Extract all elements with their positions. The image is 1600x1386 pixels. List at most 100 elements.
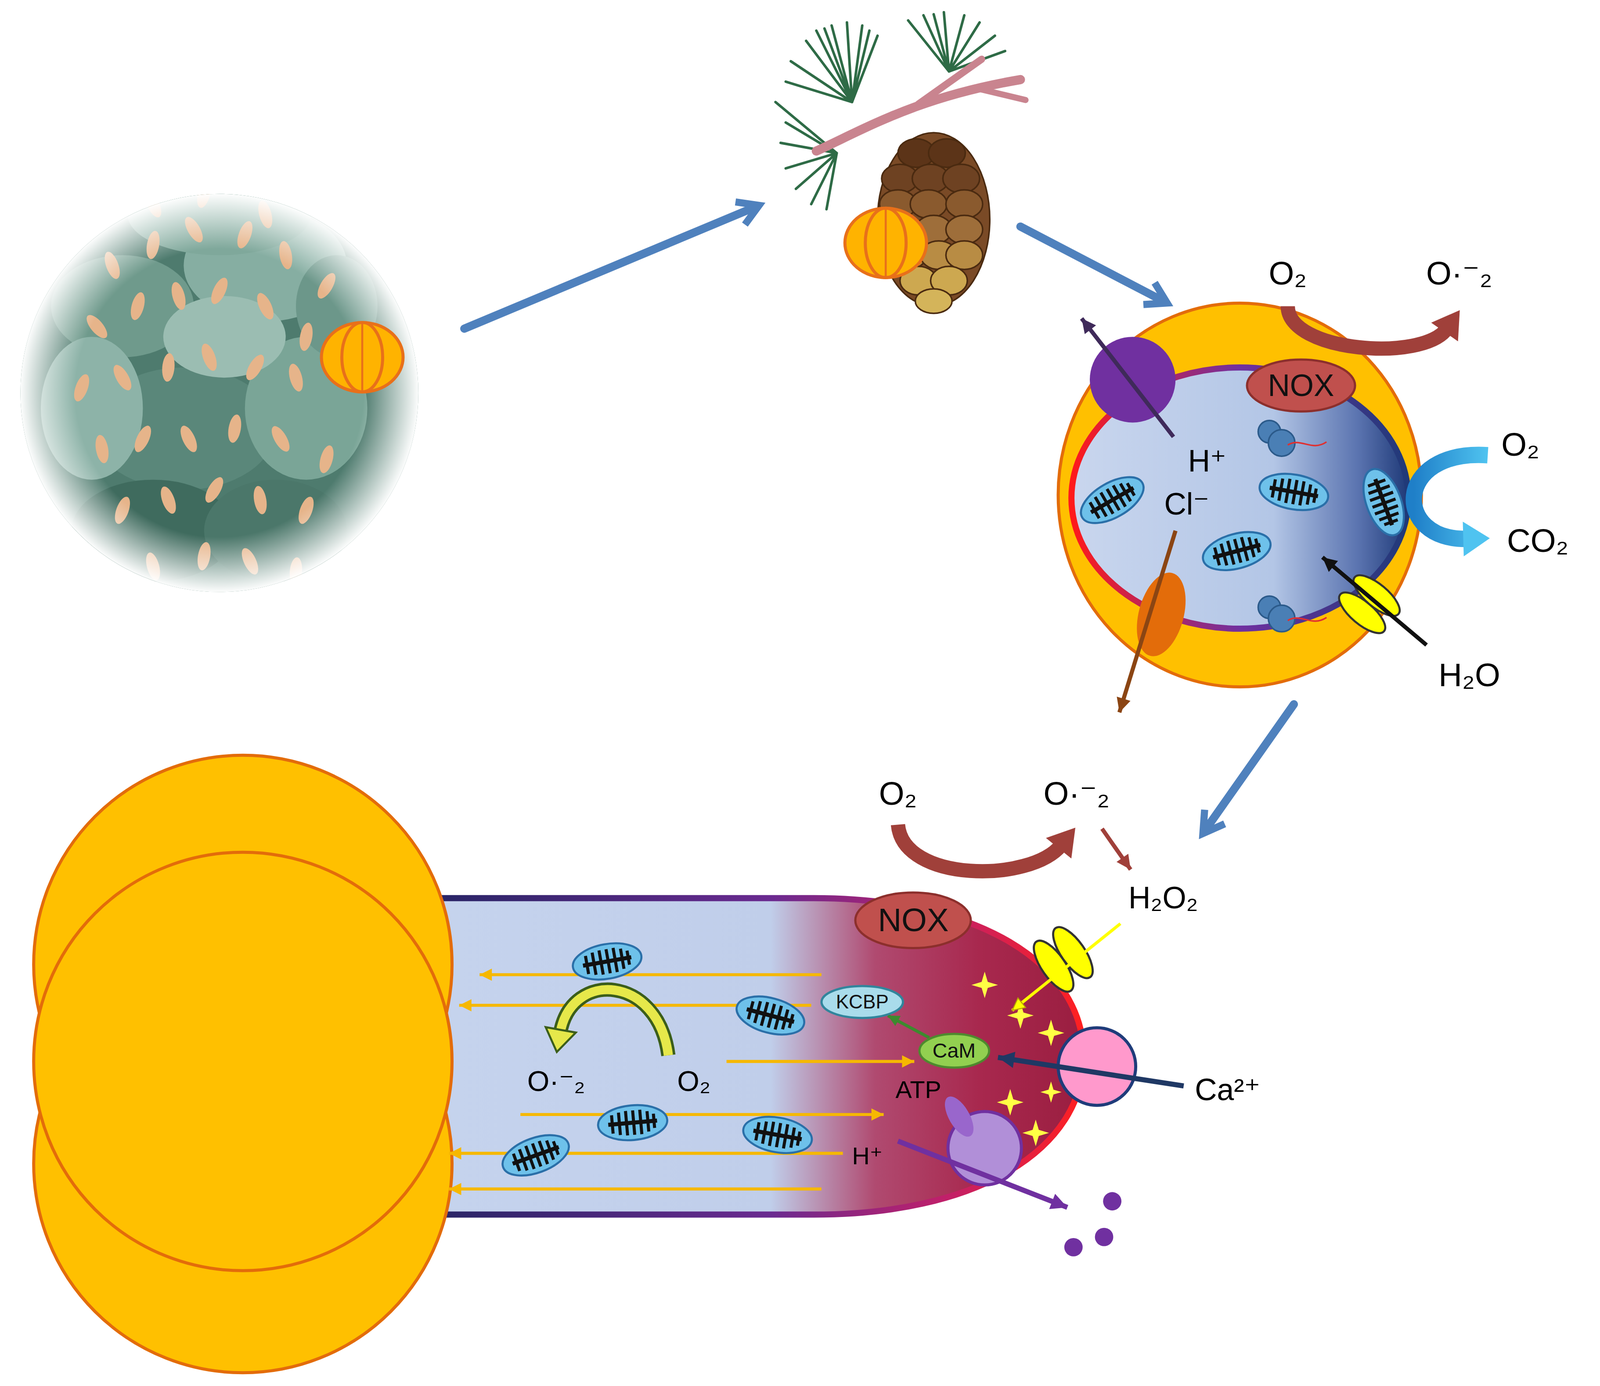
tree-photo xyxy=(223,596,246,628)
mitochondrion xyxy=(569,938,645,985)
pine-branch xyxy=(974,87,1026,101)
mitochondrion xyxy=(732,989,809,1042)
pollen-icon xyxy=(844,208,927,278)
node-label: NOX xyxy=(877,901,949,940)
tip-transporters xyxy=(1102,828,1131,870)
tree-photo xyxy=(19,192,420,593)
molecule-label: O₂ xyxy=(1268,254,1308,293)
calmodulin-protein: CaM xyxy=(918,1032,991,1070)
pine-cone xyxy=(910,189,948,219)
molecule-label: H⁺ xyxy=(852,1142,883,1171)
pine-branch xyxy=(918,59,982,105)
pollen-icon xyxy=(321,322,404,393)
molecule-label: O·⁻₂ xyxy=(1043,774,1110,813)
node-outline xyxy=(919,1034,990,1068)
pollen-grain xyxy=(1081,318,1174,437)
node-label: KCBP xyxy=(836,990,889,1014)
pine-cone xyxy=(945,241,983,270)
node-label: NOX xyxy=(1268,367,1335,404)
tip-transporters xyxy=(1064,1238,1083,1257)
stage-arrow xyxy=(464,206,757,329)
pine-branch xyxy=(775,12,1026,210)
respiration-arrow xyxy=(560,989,669,1056)
molecule-label: O₂ xyxy=(677,1065,711,1099)
molecule-label: Cl⁻ xyxy=(1163,486,1210,522)
pine-branch xyxy=(908,12,1006,72)
calcium-sparkle xyxy=(997,1089,1024,1116)
node-outline xyxy=(855,892,971,949)
pollen-tube xyxy=(33,852,453,1271)
pollen-grain xyxy=(1058,302,1422,687)
pollen-grain xyxy=(1257,420,1327,457)
mitochondrion xyxy=(497,1127,575,1184)
tip-transporters xyxy=(1026,921,1100,998)
tree-photo xyxy=(15,173,424,638)
node-outline xyxy=(821,986,904,1019)
stage-arrow xyxy=(1203,704,1294,833)
tip-transporters xyxy=(897,1141,1068,1208)
cytoplasmic-streaming xyxy=(479,973,822,977)
calcium-sparkle xyxy=(971,971,998,999)
tree-photo xyxy=(175,607,193,638)
pine-branch xyxy=(775,101,837,210)
kinesin-protein: KCBP xyxy=(820,984,905,1020)
calcium-sparkle xyxy=(1007,1002,1034,1029)
nox-enzyme: NOX xyxy=(854,891,973,950)
cytoplasmic-streaming xyxy=(449,974,915,1190)
nox-enzyme: NOX xyxy=(1245,358,1357,413)
stage-arrow xyxy=(1020,226,1166,303)
molecule-label: CO₂ xyxy=(1506,522,1569,560)
node-outline xyxy=(1246,359,1355,412)
pine-branch xyxy=(785,22,878,102)
pollen-grain xyxy=(1287,306,1448,349)
pollen-tube xyxy=(387,898,1084,1215)
molecule-label: H₂O₂ xyxy=(1128,880,1199,916)
molecule-label: H₂O xyxy=(1438,656,1500,695)
pine-cone xyxy=(915,288,953,314)
stage-arrow xyxy=(464,206,1294,833)
pollen-grain xyxy=(1322,557,1427,646)
molecule-label: O·⁻₂ xyxy=(527,1065,586,1099)
pollen-grain xyxy=(1333,568,1406,640)
mitochondrion xyxy=(596,1102,669,1144)
pine-cone xyxy=(942,164,980,193)
tip-transporters xyxy=(939,1091,980,1142)
calcium-sparkle xyxy=(1022,1119,1049,1146)
pollen-grain xyxy=(1256,468,1331,516)
molecule-label: O₂ xyxy=(1501,425,1540,464)
tip-transporters xyxy=(998,1057,1184,1086)
tree-photo xyxy=(15,188,424,598)
molecule-label: H⁺ xyxy=(1188,443,1227,479)
binding-arrow xyxy=(887,1015,930,1038)
calcium-sparkle xyxy=(1037,1019,1064,1046)
pollen-grain xyxy=(1198,525,1275,577)
cytoplasmic-streaming xyxy=(520,1113,884,1117)
respiration-arrow xyxy=(560,989,669,1056)
tip-transporters xyxy=(1012,923,1121,1011)
respiration-arrow xyxy=(560,989,669,1056)
pollen-grain xyxy=(1413,454,1488,539)
pine-branch xyxy=(775,12,1006,210)
tip-transporters xyxy=(897,824,1062,872)
molecule-label: ATP xyxy=(895,1075,941,1104)
pollen-grain xyxy=(1089,336,1176,423)
tip-transporters xyxy=(1095,1228,1114,1247)
pollen-grain xyxy=(1119,530,1176,713)
mitochondrion xyxy=(497,938,815,1184)
mitochondrion xyxy=(740,1111,815,1158)
molecule-label: O·⁻₂ xyxy=(1426,254,1493,293)
pine-cone xyxy=(945,189,983,219)
pollen-grain xyxy=(1355,463,1412,541)
pollen-grain xyxy=(1073,467,1151,533)
pollen-grain xyxy=(1058,302,1488,713)
pine-cone xyxy=(945,215,983,245)
tip-transporters xyxy=(1102,1192,1122,1211)
cytoplasmic-streaming xyxy=(726,1059,915,1064)
calcium-sparkle xyxy=(1040,1081,1062,1103)
node-label: CaM xyxy=(932,1039,976,1063)
pollen-tube xyxy=(33,755,1084,1373)
